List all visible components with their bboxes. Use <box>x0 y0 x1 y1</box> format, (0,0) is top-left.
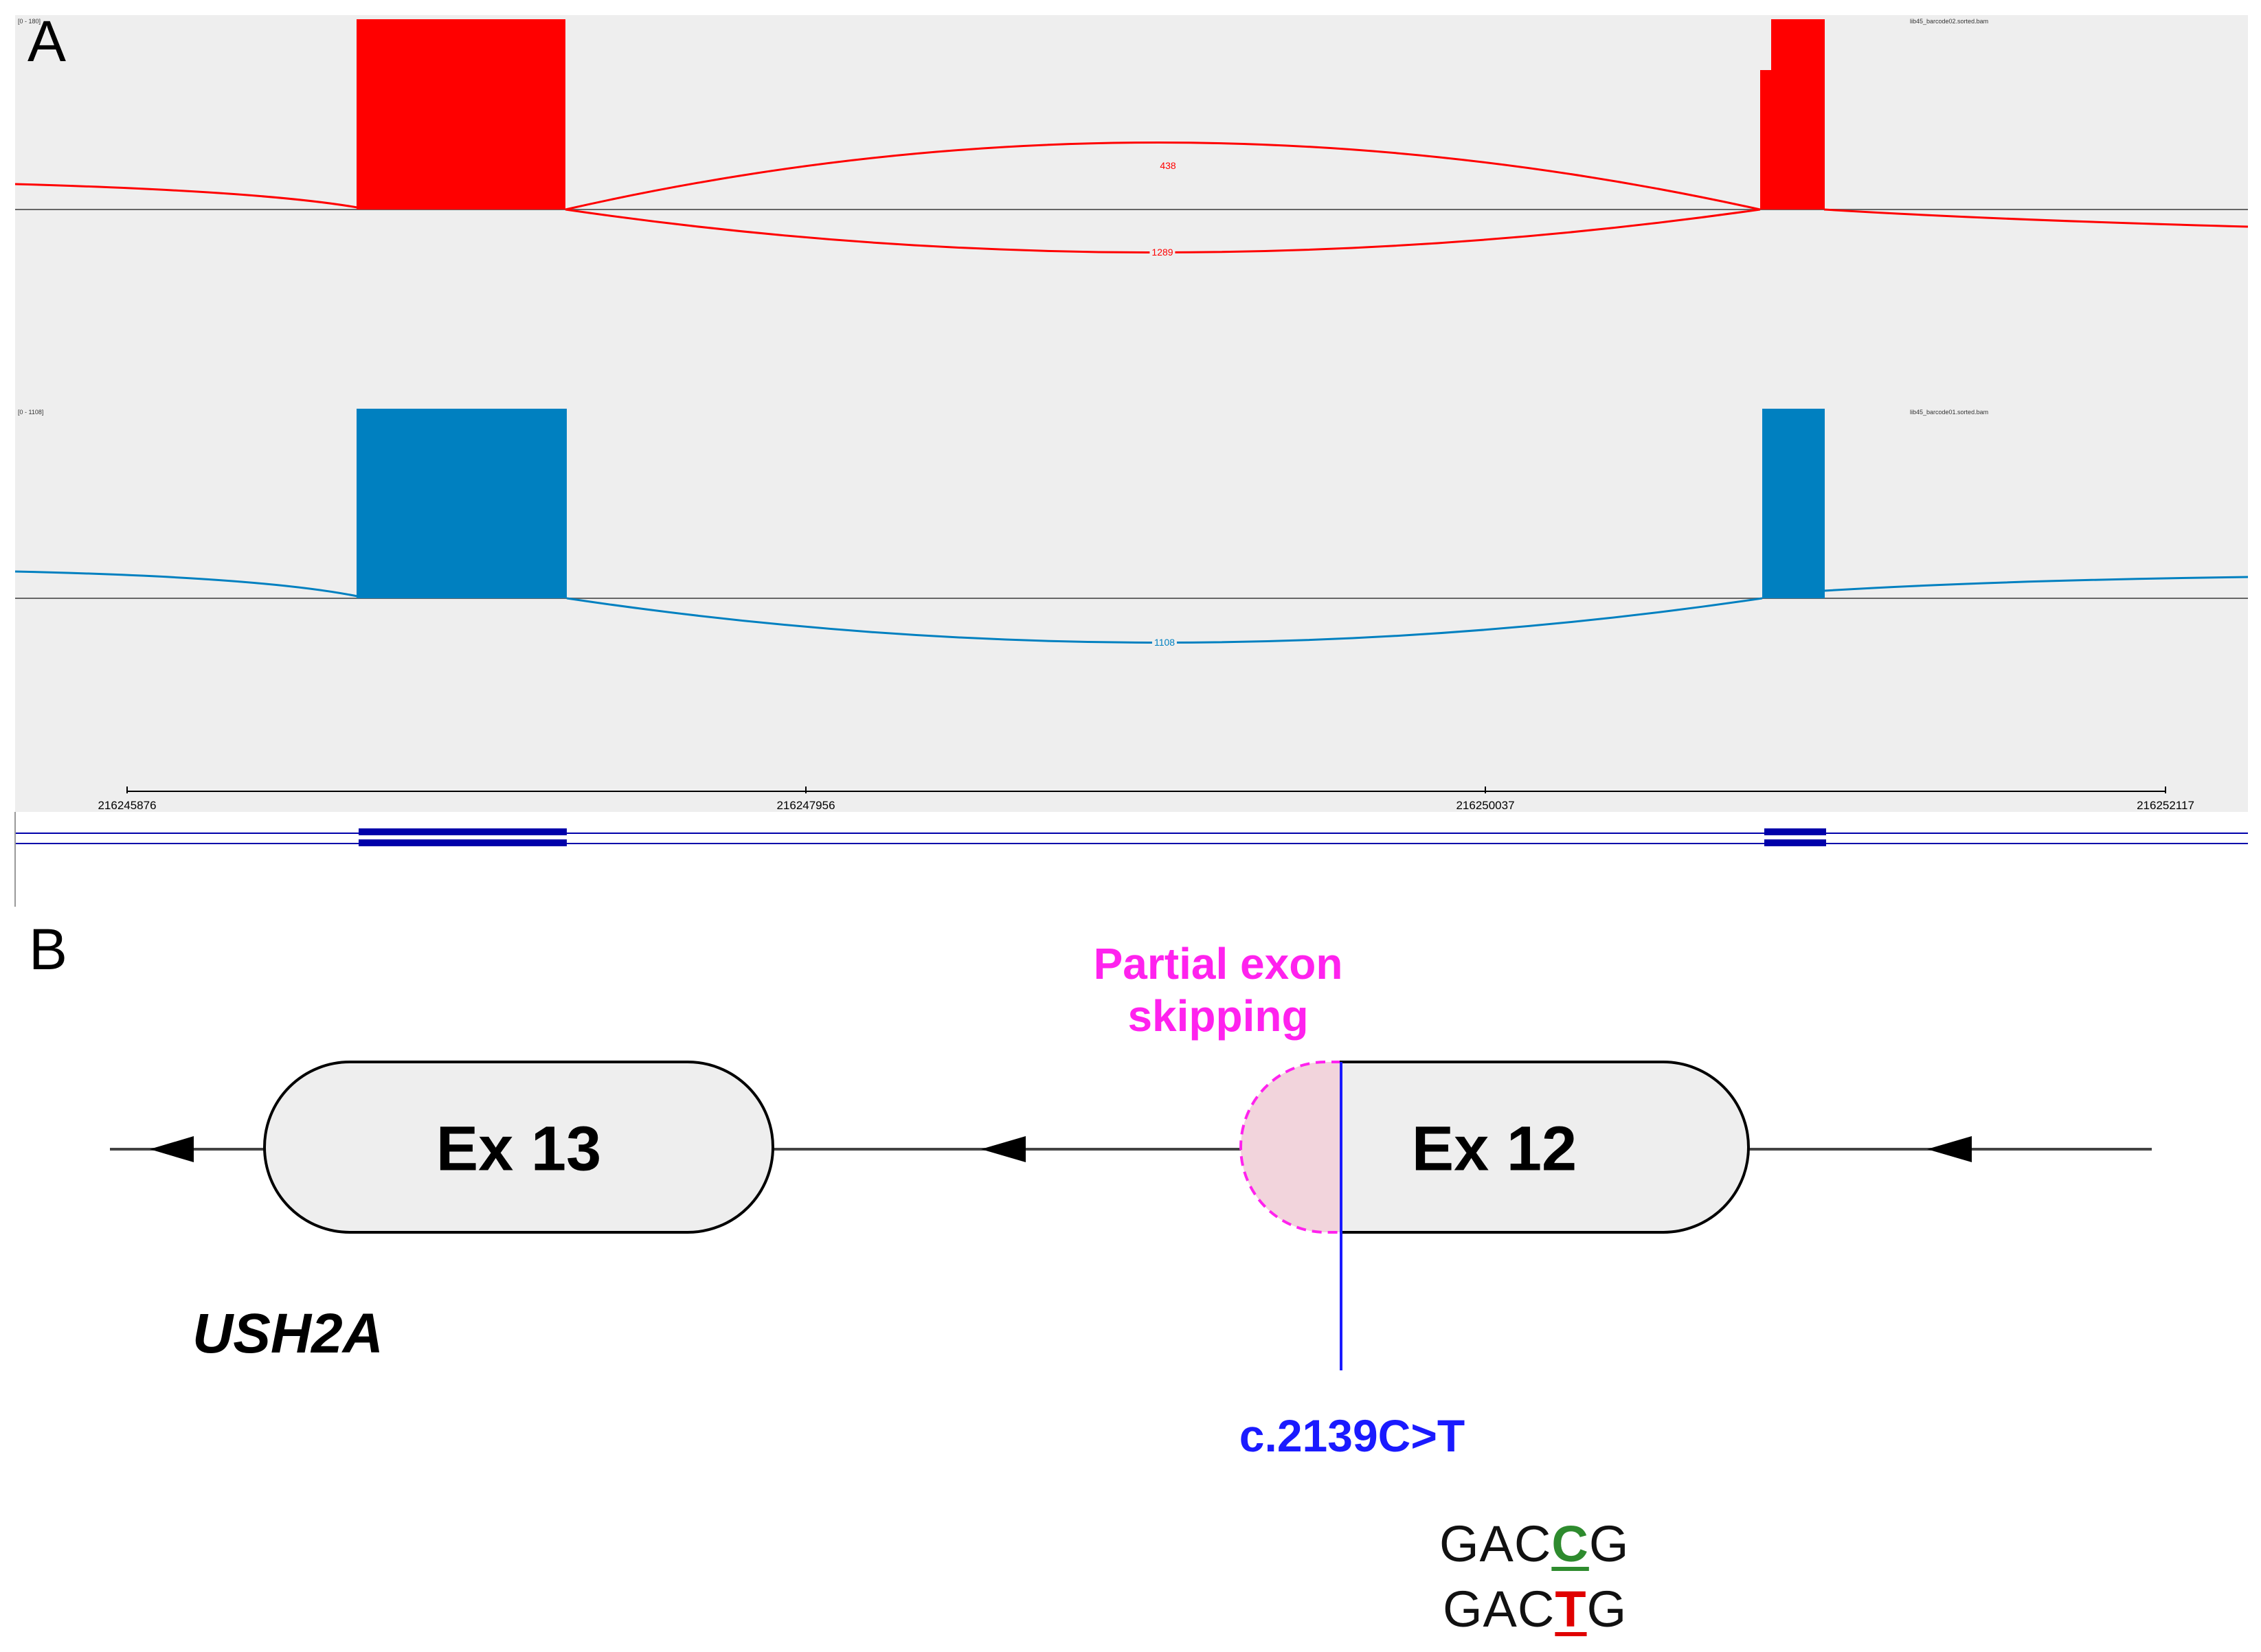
seq-prefix: GAC <box>1443 1581 1555 1638</box>
left-flank-curve <box>14 570 358 598</box>
sashimi-track-red <box>14 19 2249 253</box>
panel-a-label: A <box>27 9 67 73</box>
coordinate-ruler <box>126 787 2166 793</box>
exon13-block <box>359 839 567 846</box>
partial-skip-region <box>1239 1061 1342 1234</box>
seq-prefix: GAC <box>1439 1515 1552 1572</box>
right-flank-curve <box>1823 576 2249 592</box>
gene-model-track <box>15 828 2248 846</box>
arrow-left-icon <box>981 1136 1026 1162</box>
coordinate-label: 216247956 <box>776 799 835 812</box>
junction-count: 1108 <box>1151 637 1178 647</box>
junction-arc-upper <box>565 142 1761 211</box>
exon13-label: Ex 13 <box>436 1113 602 1184</box>
sashimi-track-blue <box>14 409 2249 644</box>
exon12-block <box>1764 828 1826 835</box>
variant-label: c.2139C>T <box>1239 1410 1465 1461</box>
track-file-label: lib45_barcode01.sorted.bam <box>1910 409 1989 416</box>
arrow-left-icon <box>150 1136 194 1162</box>
gene-name: USH2A <box>192 1302 383 1365</box>
exon12-box <box>1340 1061 1750 1234</box>
exon12-label: Ex 12 <box>1411 1113 1577 1184</box>
seq-suffix: G <box>1588 1515 1630 1572</box>
exon12-coverage-partial <box>1760 70 1773 210</box>
gene-track-background <box>15 817 2248 862</box>
coordinate-label: 216245876 <box>98 799 157 812</box>
junction-count-upper: 438 <box>1158 161 1178 170</box>
reference-sequence: GACCG <box>1439 1515 1629 1573</box>
track-range-label: [0 - 180] <box>18 18 41 25</box>
coordinate-label: 216250037 <box>1456 799 1515 812</box>
coordinate-label: 216252117 <box>2137 799 2194 812</box>
track-range-label: [0 - 1108] <box>18 409 44 416</box>
exon13-coverage <box>357 409 567 598</box>
reference-base: C <box>1551 1515 1589 1572</box>
panel-b-label: B <box>29 917 68 982</box>
exon12-coverage <box>1762 409 1825 598</box>
partial-exon-skipping-label: Partial exon skipping <box>1094 938 1343 1042</box>
junction-count-lower: 1289 <box>1149 247 1176 257</box>
exon13-coverage <box>357 19 565 210</box>
arrow-left-icon <box>1927 1136 1972 1162</box>
exon13-block <box>359 828 567 835</box>
exon12-block <box>1764 839 1826 846</box>
mutant-base: T <box>1555 1581 1587 1638</box>
skip-label-line1: Partial exon <box>1093 939 1343 988</box>
track-file-label: lib45_barcode02.sorted.bam <box>1910 18 1989 25</box>
left-flank-curve <box>14 183 358 209</box>
skip-label-line2: skipping <box>1127 991 1309 1041</box>
exon13-box <box>263 1061 774 1234</box>
seq-suffix: G <box>1586 1581 1628 1638</box>
mutant-sequence: GACTG <box>1443 1580 1627 1638</box>
right-flank-curve <box>1823 208 2249 228</box>
exon12-coverage <box>1771 19 1825 210</box>
